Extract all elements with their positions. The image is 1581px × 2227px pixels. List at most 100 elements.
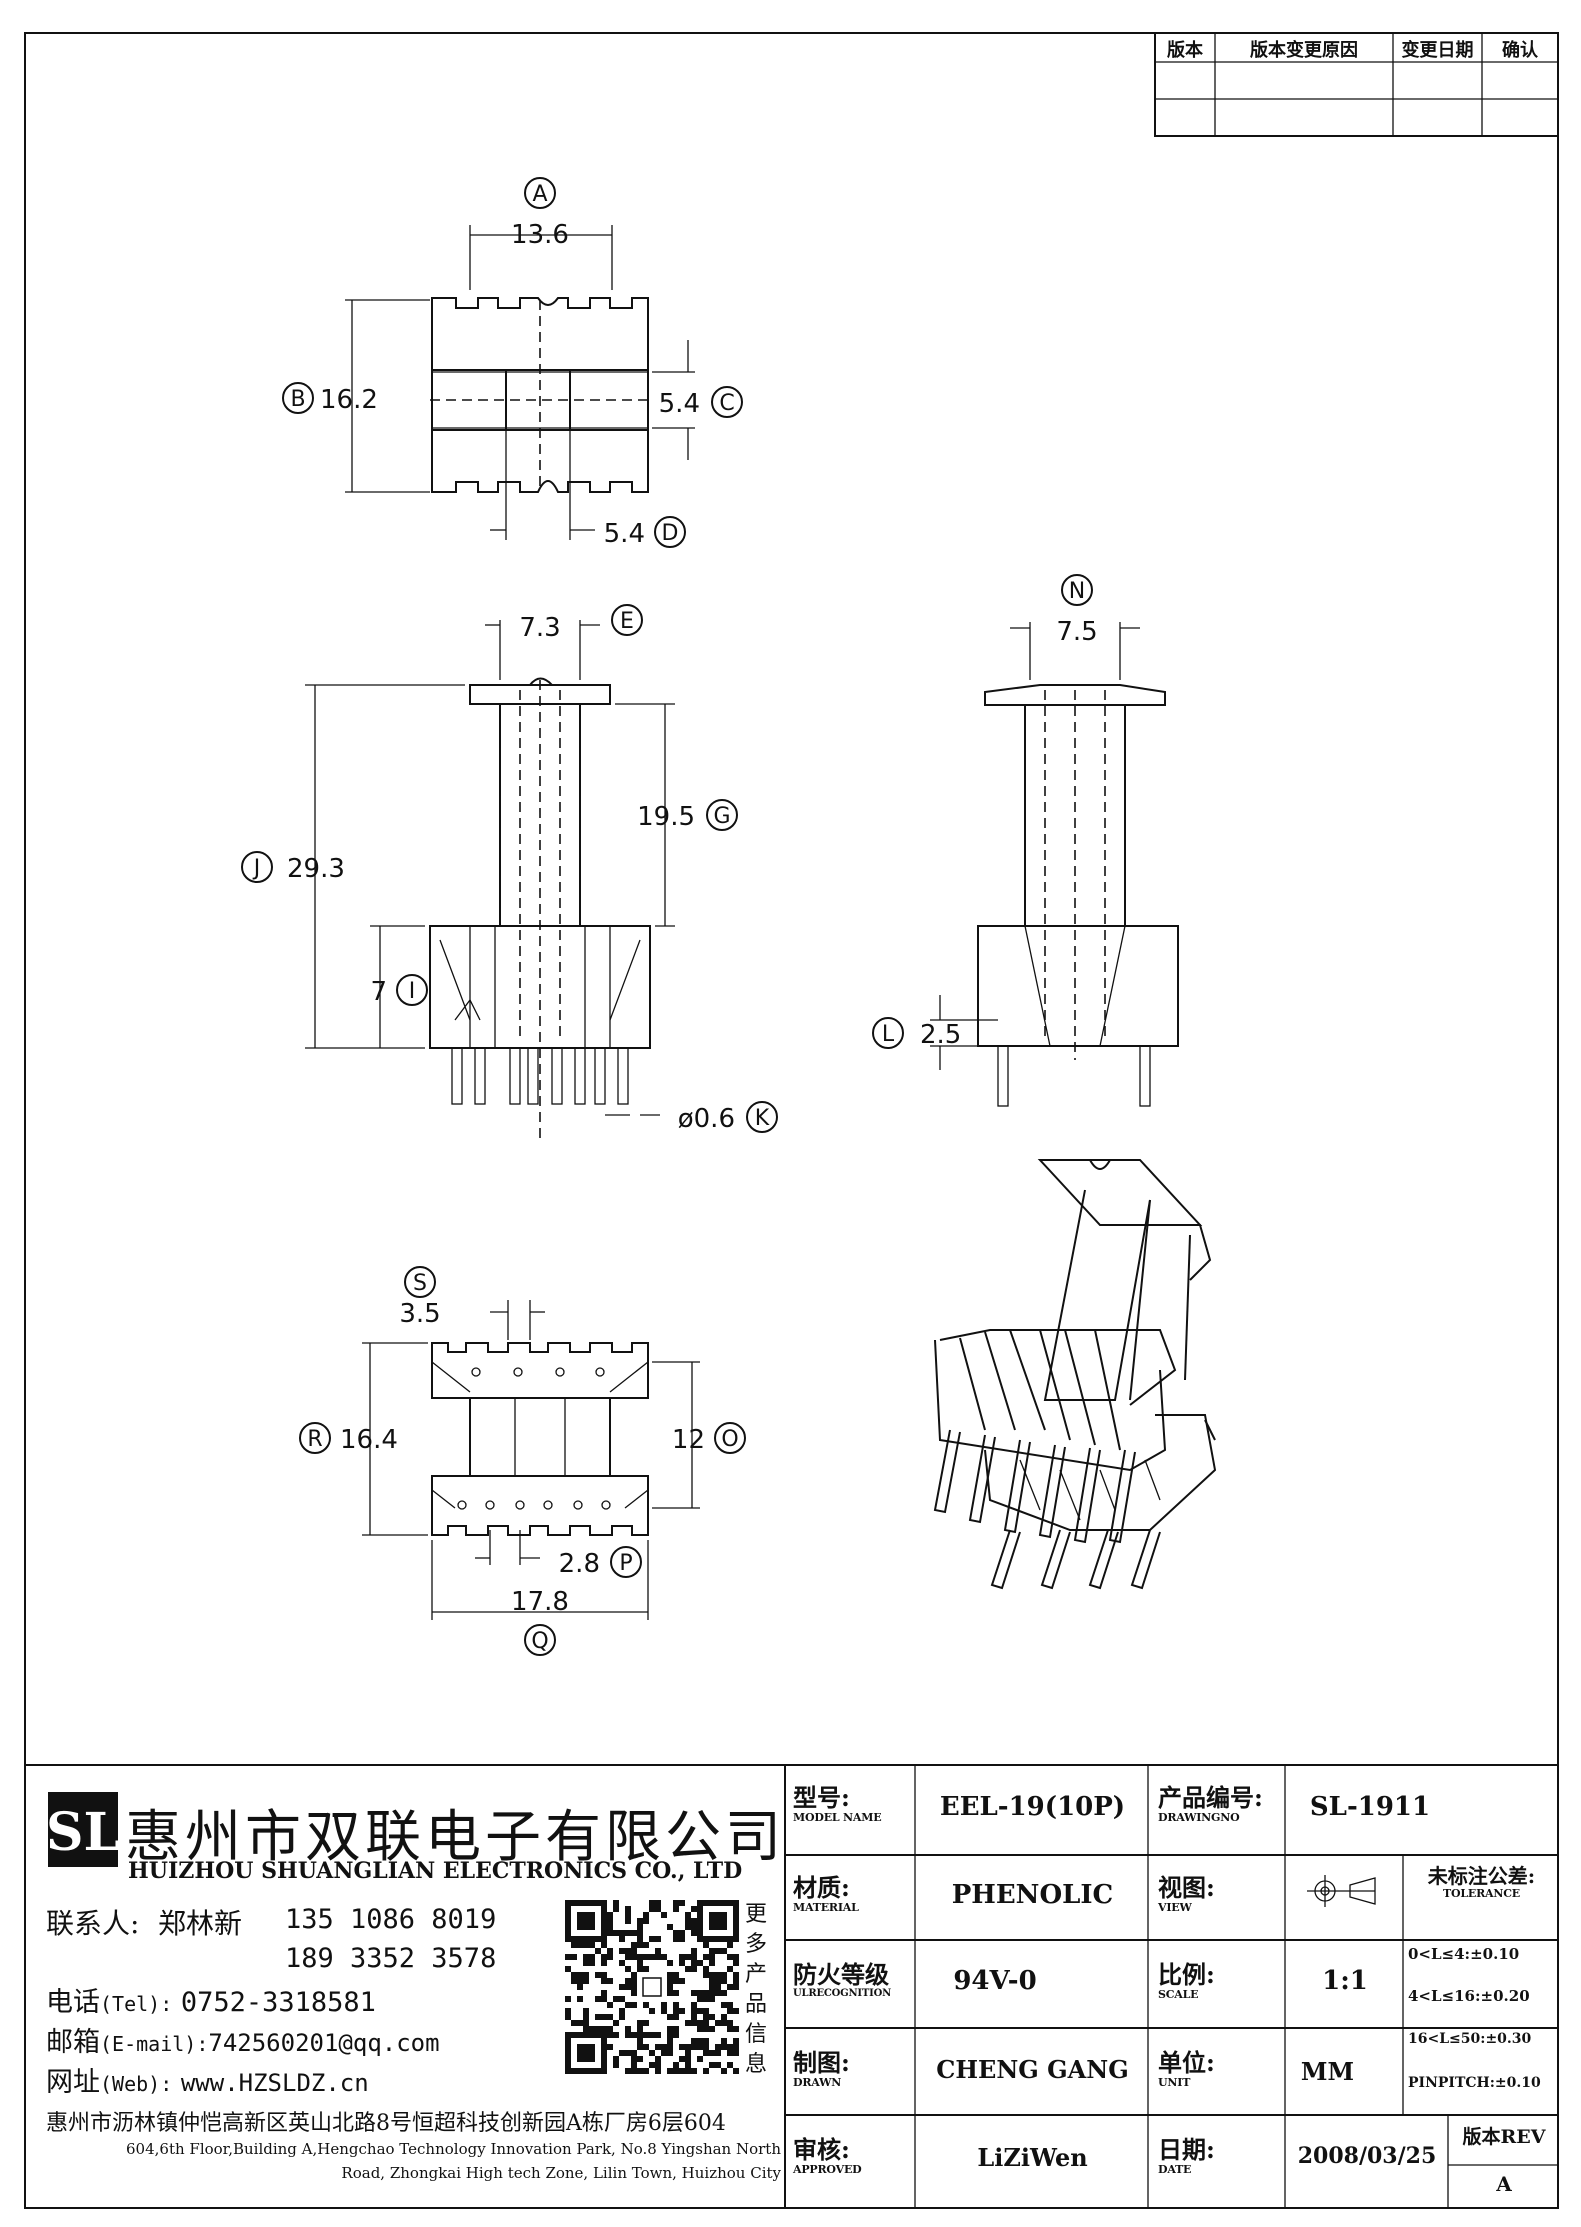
dim-c-letter: C (719, 391, 734, 416)
tolerance-label-cn: 未标注公差: (1427, 1864, 1536, 1888)
drawn-label-en: DRAWN (793, 2076, 842, 2089)
isometric-view (933, 1159, 1217, 1590)
dim-l-value: 2.5 (920, 1020, 961, 1050)
top-view (345, 225, 695, 540)
drawingno-label-cn: 产品编号: (1158, 1783, 1263, 1812)
dim-o-marker (714, 1422, 746, 1454)
dim-c-value: 5.4 (659, 389, 700, 419)
scale-value: 1:1 (1322, 1966, 1368, 1996)
drawingno-value: SL-1911 (1309, 1792, 1431, 1822)
material-label-en: MATERIAL (793, 1901, 859, 1914)
dim-j-marker (241, 851, 273, 883)
pins (451, 1047, 629, 1105)
material-label-cn: 材质: (793, 1873, 850, 1902)
dim-p-marker (610, 1546, 642, 1578)
contact-phone-2: 189 3352 3578 (285, 1943, 497, 1974)
dim-n-letter: N (1069, 579, 1085, 604)
sheet-border (24, 32, 1559, 2209)
email-address: 742560201@qq.com (208, 2029, 440, 2057)
rev-col-date: 变更日期 (1401, 40, 1474, 61)
dim-g-marker (706, 799, 738, 831)
dim-s-value: 3.5 (399, 1299, 440, 1329)
web-label: 网址 (46, 2067, 100, 2098)
dim-a-letter: A (532, 182, 547, 207)
tel-label: 电话 (46, 1987, 100, 2018)
dim-n-value: 7.5 (1056, 617, 1097, 647)
dim-c-marker (711, 386, 743, 418)
address-en-2: Road, Zhongkai High tech Zone, Lilin Tow… (341, 2164, 781, 2182)
dim-j-letter: J (252, 856, 261, 881)
dim-g-value: 19.5 (637, 802, 695, 832)
dim-r-letter: R (307, 1427, 322, 1452)
rev-col-version: 版本 (1167, 40, 1203, 61)
iso-pins (933, 1429, 1161, 1590)
dim-a-value: 13.6 (511, 220, 569, 250)
address-en-1: 604,6th Floor,Building A,Hengchao Techno… (126, 2140, 781, 2158)
rev-value: A (1496, 2172, 1512, 2196)
dim-b-marker (282, 382, 314, 414)
svg-text:SL: SL (46, 1802, 120, 1863)
web-address: www.HZSLDZ.cn (180, 2069, 369, 2097)
dim-s-letter: S (413, 1271, 427, 1296)
model-label: 型号: MODEL NAME (793, 1778, 882, 1824)
dim-a-marker (524, 177, 556, 209)
dim-r-value: 16.4 (340, 1425, 398, 1455)
dim-i-value: 7 (370, 977, 387, 1007)
approved-label-cn: 审核: (793, 2135, 850, 2164)
date-label: 日期: DATE (1158, 2130, 1215, 2176)
fire-label: 防火等级 ULRECOGNITION (793, 1955, 891, 1999)
front-view (305, 620, 675, 1140)
email-label: 邮箱 (46, 2027, 100, 2058)
bottom-view (362, 1300, 700, 1620)
dim-j-value: 29.3 (287, 854, 345, 884)
dim-s-marker (404, 1266, 436, 1298)
dim-d-value: 5.4 (604, 519, 645, 549)
unit-label-cn: 单位: (1158, 2048, 1215, 2077)
side-view (930, 622, 1179, 1107)
tolerance-1: 0<L≤4:±0.10 (1408, 1945, 1520, 1963)
unit-value: MM (1300, 2057, 1355, 2086)
view-label-cn: 视图: (1158, 1873, 1215, 1902)
dim-q-letter: Q (531, 1629, 548, 1654)
drawn-value: CHENG GANG (936, 2055, 1129, 2084)
rev-col-confirm: 确认 (1502, 40, 1538, 61)
title-block-grid (784, 1765, 1558, 2208)
dim-l-letter: L (882, 1022, 895, 1047)
unit-label: 单位: UNIT (1158, 2043, 1215, 2089)
email-line: 邮箱(E-mail):742560201@qq.com (46, 2020, 440, 2059)
dim-p-letter: P (619, 1551, 632, 1576)
drawn-label: 制图: DRAWN (793, 2043, 850, 2089)
dim-q-marker (524, 1624, 556, 1656)
drawingno-label-en: DRAWINGNO (1158, 1811, 1240, 1824)
dim-o-value: 12 (672, 1425, 705, 1455)
dim-q-value: 17.8 (511, 1587, 569, 1617)
company-name-en: HUIZHOU SHUANGLIAN ELECTRONICS CO., LTD (128, 1858, 743, 1884)
company-name-cn: 惠州市双联电子有限公司 (125, 1805, 785, 1870)
scale-label-cn: 比例: (1158, 1960, 1215, 1989)
tolerance-4: PINPITCH:±0.10 (1408, 2075, 1541, 2091)
dim-n-marker (1061, 574, 1093, 606)
dim-b-value: 16.2 (320, 385, 378, 415)
qr-code (565, 1900, 739, 2074)
tel-label-en: (Tel): (100, 1992, 173, 2016)
company-logo: SL (46, 1792, 120, 1867)
dim-o-letter: O (721, 1427, 738, 1452)
tolerance-label: 未标注公差: TOLERANCE (1405, 1860, 1558, 1900)
approved-label: 审核: APPROVED (793, 2130, 862, 2176)
dim-e-value: 7.3 (519, 613, 560, 643)
tel-number: 0752-3318581 (180, 1987, 376, 2018)
view-label: 视图: VIEW (1158, 1868, 1215, 1914)
scale-label: 比例: SCALE (1158, 1955, 1215, 2001)
dim-g-letter: G (713, 804, 730, 829)
material-label: 材质: MATERIAL (793, 1868, 859, 1914)
drawn-label-cn: 制图: (793, 2048, 850, 2077)
web-line: 网址(Web): www.HZSLDZ.cn (46, 2060, 369, 2099)
scale-label-en: SCALE (1158, 1988, 1199, 2001)
approved-label-en: APPROVED (793, 2163, 862, 2176)
dim-d-letter: D (662, 521, 679, 546)
fire-label-en: ULRECOGNITION (793, 1988, 892, 1999)
dim-k-value: ø0.6 (678, 1104, 735, 1134)
